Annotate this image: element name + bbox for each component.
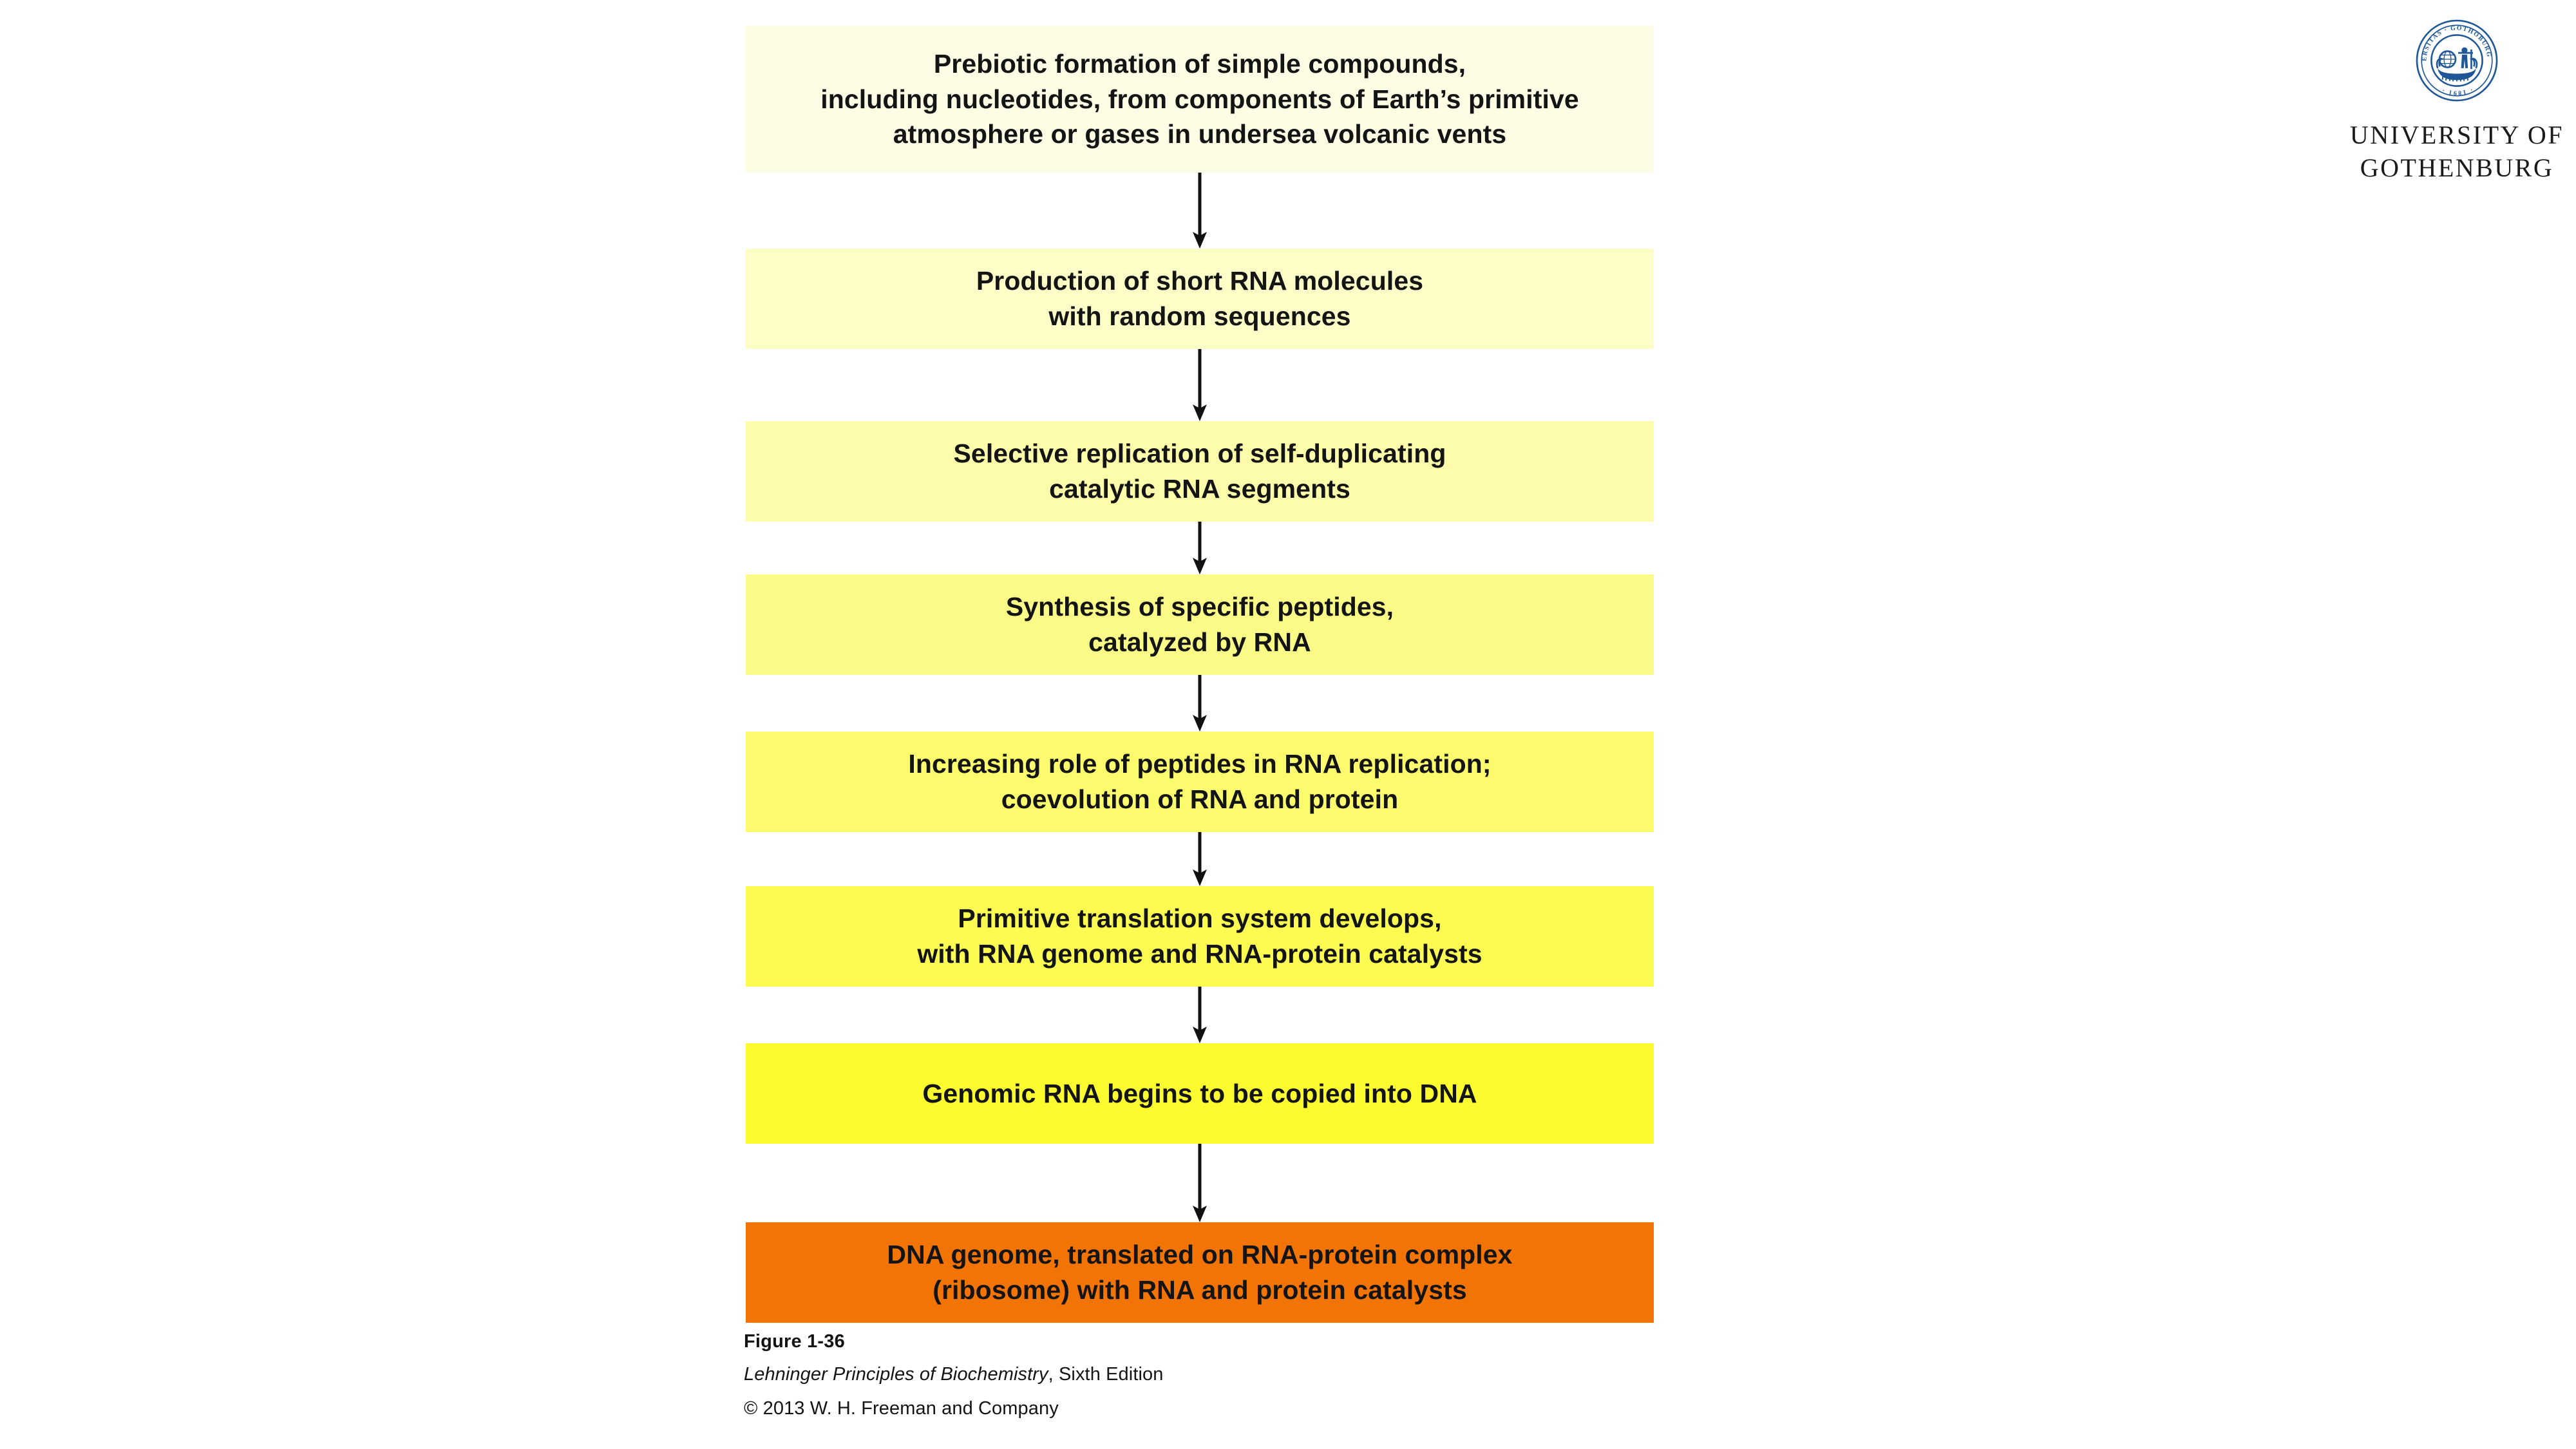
flow-arrow-5: [746, 832, 1654, 886]
flow-step-rna-protein-coevolution: Increasing role of peptides in RNA repli…: [746, 732, 1654, 832]
flow-arrow-4: [746, 675, 1654, 732]
flow-step-label: Synthesis of specific peptides, catalyzed…: [1006, 589, 1394, 659]
flow-step-label: DNA genome, translated on RNA-protein co…: [887, 1237, 1512, 1307]
university-wordmark: UNIVERSITY OF GOTHENBURG: [2344, 118, 2570, 184]
flowchart: Prebiotic formation of simple compounds,…: [746, 26, 1654, 1323]
caption-figure-number: Figure 1-36: [744, 1331, 845, 1352]
arrow-down-icon: [1193, 522, 1207, 574]
university-of-gothenburg-seal-icon: UNIVERSITAS · GOTHOBURGENSIS · 1891 ·: [2414, 18, 2498, 102]
arrow-down-icon: [1193, 987, 1207, 1043]
caption-book-title: Lehninger Principles of Biochemistry: [744, 1364, 1048, 1385]
flow-step-line: with RNA genome and RNA-protein catalyst…: [917, 939, 1482, 969]
arrow-down-icon: [1193, 832, 1207, 886]
flow-step-line: Production of short RNA molecules: [976, 266, 1424, 296]
arrow-down-icon: [1193, 1144, 1207, 1222]
flow-step-line: with random sequences: [1048, 301, 1351, 331]
flow-arrow-6: [746, 987, 1654, 1043]
flow-step-line: atmosphere or gases in undersea volcanic…: [893, 119, 1507, 149]
flow-step-line: DNA genome, translated on RNA-protein co…: [887, 1240, 1513, 1270]
flow-step-peptide-synthesis: Synthesis of specific peptides, catalyzed…: [746, 574, 1654, 675]
arrow-down-icon: [1193, 173, 1207, 249]
wordmark-line-2: GOTHENBURG: [2360, 153, 2554, 183]
flow-step-label: Genomic RNA begins to be copied into DNA: [922, 1076, 1477, 1112]
caption-source: Lehninger Principles of Biochemistry, Si…: [744, 1360, 1163, 1389]
flow-step-line: Increasing role of peptides in RNA repli…: [908, 749, 1492, 779]
flow-step-prebiotic-formation: Prebiotic formation of simple compounds,…: [746, 26, 1654, 173]
flow-arrow-7: [746, 1144, 1654, 1222]
caption-copyright: © 2013 W. H. Freeman and Company: [744, 1397, 1059, 1419]
flow-step-line: coevolution of RNA and protein: [1001, 784, 1399, 814]
flow-arrow-3: [746, 522, 1654, 574]
flow-step-dna-genome-ribosome: DNA genome, translated on RNA-protein co…: [746, 1222, 1654, 1323]
svg-text:· 1891 ·: · 1891 ·: [2440, 86, 2474, 96]
flow-step-line: Genomic RNA begins to be copied into DNA: [922, 1078, 1477, 1108]
flow-step-line: including nucleotides, from components o…: [820, 84, 1579, 114]
flow-step-label: Selective replication of self-duplicatin…: [953, 436, 1446, 506]
flow-step-label: Increasing role of peptides in RNA repli…: [908, 746, 1491, 817]
flow-step-line: catalyzed by RNA: [1088, 627, 1311, 657]
university-logo: UNIVERSITAS · GOTHOBURGENSIS · 1891 ·: [2344, 18, 2570, 184]
flow-step-label: Prebiotic formation of simple compounds,…: [820, 46, 1579, 152]
arrow-down-icon: [1193, 349, 1207, 421]
flow-arrow-2: [746, 349, 1654, 421]
caption-edition: , Sixth Edition: [1048, 1364, 1164, 1385]
flow-arrow-1: [746, 173, 1654, 249]
flow-step-line: (ribosome) with RNA and protein catalyst…: [933, 1275, 1467, 1305]
flow-step-primitive-translation-system: Primitive translation system develops, wi…: [746, 886, 1654, 987]
figure-caption: Figure 1-36 Lehninger Principles of Bioc…: [744, 1328, 1163, 1423]
wordmark-line-1: UNIVERSITY OF: [2349, 120, 2564, 149]
flow-step-rna-copied-into-dna: Genomic RNA begins to be copied into DNA: [746, 1043, 1654, 1144]
arrow-down-icon: [1193, 675, 1207, 732]
flow-step-line: Synthesis of specific peptides,: [1005, 592, 1394, 622]
flow-step-line: catalytic RNA segments: [1049, 474, 1350, 504]
flow-step-line: Prebiotic formation of simple compounds,: [933, 49, 1466, 79]
flow-step-label: Production of short RNA molecules with ra…: [976, 263, 1423, 334]
flow-step-line: Primitive translation system develops,: [958, 904, 1442, 934]
flow-step-short-rna-production: Production of short RNA molecules with ra…: [746, 249, 1654, 349]
flow-step-label: Primitive translation system develops, wi…: [917, 901, 1482, 971]
flow-step-line: Selective replication of self-duplicatin…: [953, 439, 1446, 469]
flow-step-selective-replication: Selective replication of self-duplicatin…: [746, 421, 1654, 522]
